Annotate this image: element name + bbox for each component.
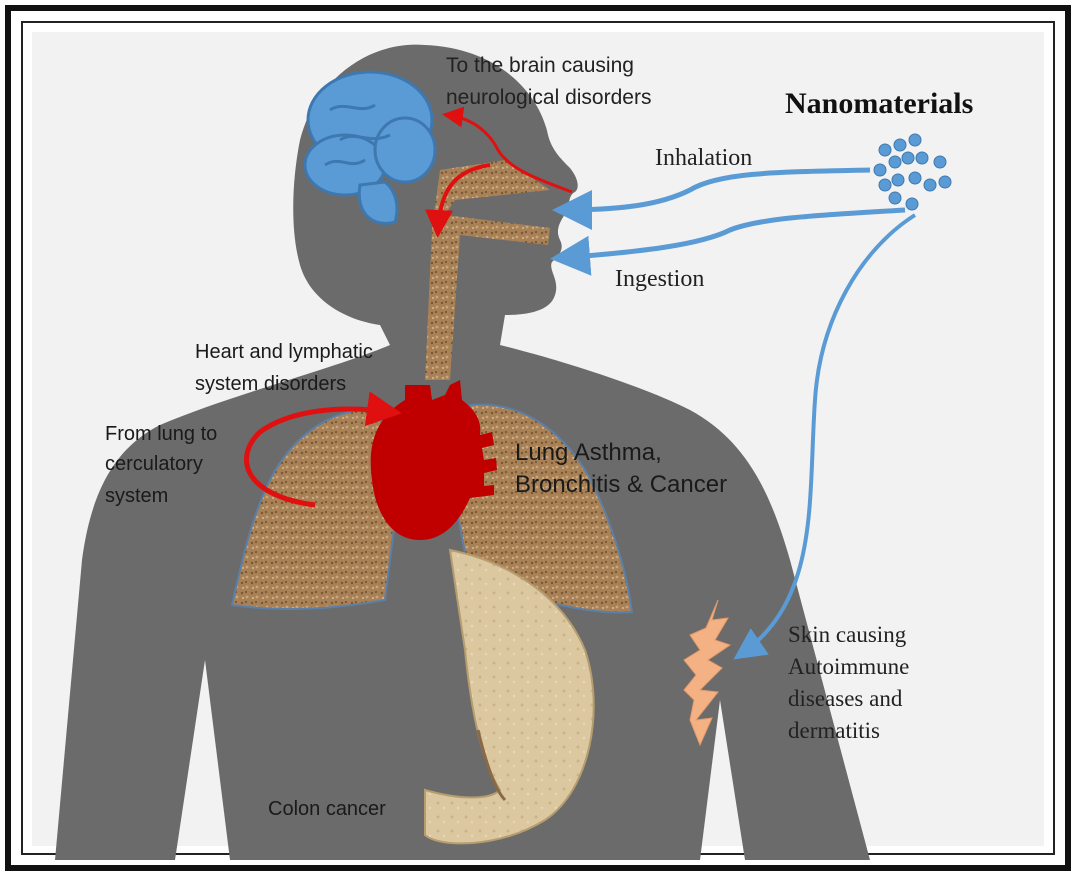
heart-label-line2: system disorders: [195, 373, 346, 395]
lung-to-circ-label-line2: cerculatory: [105, 453, 203, 475]
skin-label-line4: dermatitis: [788, 718, 880, 743]
ingestion-label: Ingestion: [615, 266, 704, 292]
colon-label: Colon cancer: [268, 798, 386, 820]
lung-to-circ-label-line1: From lung to: [105, 423, 217, 445]
brain-label-line1: To the brain causing: [446, 54, 634, 77]
lung-label-line2: Bronchitis & Cancer: [515, 471, 727, 498]
lung-to-circ-label-line3: system: [105, 485, 168, 507]
skin-label-line1: Skin causing: [788, 622, 907, 647]
inhalation-label: Inhalation: [655, 145, 752, 171]
heart-label-line1: Heart and lymphatic: [195, 341, 373, 363]
skin-label-line3: diseases and: [788, 686, 903, 711]
brain-label-line2: neurological disorders: [446, 86, 651, 109]
lung-label-line1: Lung Asthma,: [515, 439, 662, 466]
skin-label-line2: Autoimmune: [788, 654, 909, 679]
title-nanomaterials: Nanomaterials: [785, 87, 973, 120]
